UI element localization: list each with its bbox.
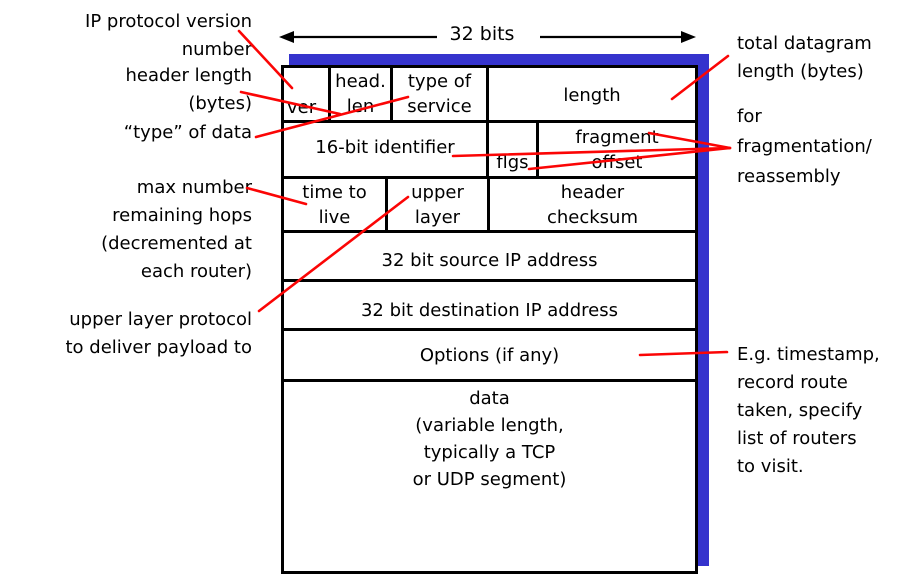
annotation-fragmentation-line2: fragmentation/ — [737, 136, 872, 157]
field-options-label: Options (if any) — [419, 345, 560, 366]
annotation-header-length-line1: header length — [125, 65, 252, 86]
field-ttl-line2: live — [318, 206, 351, 228]
field-destination-address-label: 32 bit destination IP address — [360, 300, 618, 321]
annotation-max-hops-line4: each router) — [140, 261, 252, 282]
field-flags-label: flgs — [496, 152, 529, 173]
field-source-address: 32 bit source IP address — [284, 233, 695, 282]
field-data-line1: data — [469, 388, 510, 409]
field-ttl-line1: time to — [302, 181, 367, 203]
field-upper-layer: upper layer — [388, 179, 490, 233]
field-options: Options (if any) — [284, 331, 695, 382]
annotation-ip-version-line2: number — [181, 39, 252, 60]
annotation-header-length-line2: (bytes) — [188, 93, 252, 114]
field-identifier-label: 16-bit identifier — [315, 137, 455, 158]
field-identifier: 16-bit identifier — [284, 123, 489, 179]
annotation-header-length: header length (bytes) — [5, 62, 252, 118]
field-length-label: length — [563, 85, 621, 106]
annotation-ip-version-line1: IP protocol version — [85, 11, 252, 32]
annotation-type-of-data-line1: “type” of data — [123, 122, 252, 143]
field-data-line3: typically a TCP — [423, 442, 556, 463]
annotation-fragmentation-line1: for — [737, 106, 762, 127]
field-type-of-service-line1: type of — [407, 71, 472, 92]
field-time-to-live: time to live — [284, 179, 388, 233]
field-type-of-service: type of service — [393, 68, 489, 123]
annotation-max-hops-line3: (decremented at — [101, 233, 252, 254]
bits-width-label: 32 bits — [449, 23, 515, 45]
annotation-fragmentation-line3: reassembly — [737, 166, 841, 187]
field-data-line4: or UDP segment) — [412, 469, 567, 490]
field-fragment-offset-line1: fragment — [575, 126, 659, 148]
annotation-options-examples: E.g. timestamp, record route taken, spec… — [737, 341, 919, 481]
field-source-address-label: 32 bit source IP address — [381, 250, 598, 271]
annotation-options-examples-line1: E.g. timestamp, — [737, 344, 880, 365]
field-length: length — [489, 68, 695, 123]
field-checksum-line2: checksum — [546, 206, 639, 228]
datagram-table: ver head. len type of service length 16-… — [281, 65, 698, 574]
bits-arrow-right-head — [681, 31, 696, 43]
field-data: data (variable length, typically a TCP o… — [284, 382, 695, 571]
annotation-max-hops-line1: max number — [136, 177, 252, 198]
annotation-upper-layer-protocol-line2: to deliver payload to — [65, 337, 252, 358]
annotation-options-examples-line2: record route — [737, 372, 848, 393]
field-version: ver — [284, 68, 331, 123]
field-destination-address: 32 bit destination IP address — [284, 282, 695, 331]
annotation-options-examples-line5: to visit. — [737, 456, 804, 477]
annotation-options-examples-line4: list of routers — [737, 428, 857, 449]
field-type-of-service-line2: service — [407, 96, 472, 117]
field-header-length-line2: len — [346, 96, 375, 117]
bits-arrow-left-head — [279, 31, 294, 43]
field-header-checksum: header checksum — [490, 179, 695, 233]
field-fragment-offset: fragment offset — [539, 123, 695, 179]
annotation-max-hops: max number remaining hops (decremented a… — [5, 174, 252, 286]
field-checksum-line1: header — [560, 181, 625, 203]
field-upper-layer-line2: layer — [414, 206, 461, 228]
annotation-ip-version: IP protocol version number — [5, 8, 252, 64]
annotation-max-hops-line2: remaining hops — [112, 205, 252, 226]
field-header-length-line1: head. — [335, 71, 386, 92]
field-fragment-offset-line2: offset — [591, 151, 643, 173]
field-version-label: ver — [287, 97, 317, 118]
annotation-total-length: total datagram length (bytes) — [737, 30, 919, 86]
annotation-fragmentation: for fragmentation/ reassembly — [737, 102, 919, 192]
annotation-total-length-line1: total datagram — [737, 33, 872, 54]
field-flags: flgs — [489, 123, 539, 179]
annotation-type-of-data: “type” of data — [5, 119, 252, 147]
field-header-length: head. len — [331, 68, 393, 123]
annotation-options-examples-line3: taken, specify — [737, 400, 863, 421]
annotation-total-length-line2: length (bytes) — [737, 61, 864, 82]
field-data-line2: (variable length, — [415, 415, 564, 436]
annotation-upper-layer-protocol: upper layer protocol to deliver payload … — [5, 306, 252, 362]
field-upper-layer-line1: upper — [411, 181, 464, 203]
annotation-upper-layer-protocol-line1: upper layer protocol — [69, 309, 252, 330]
